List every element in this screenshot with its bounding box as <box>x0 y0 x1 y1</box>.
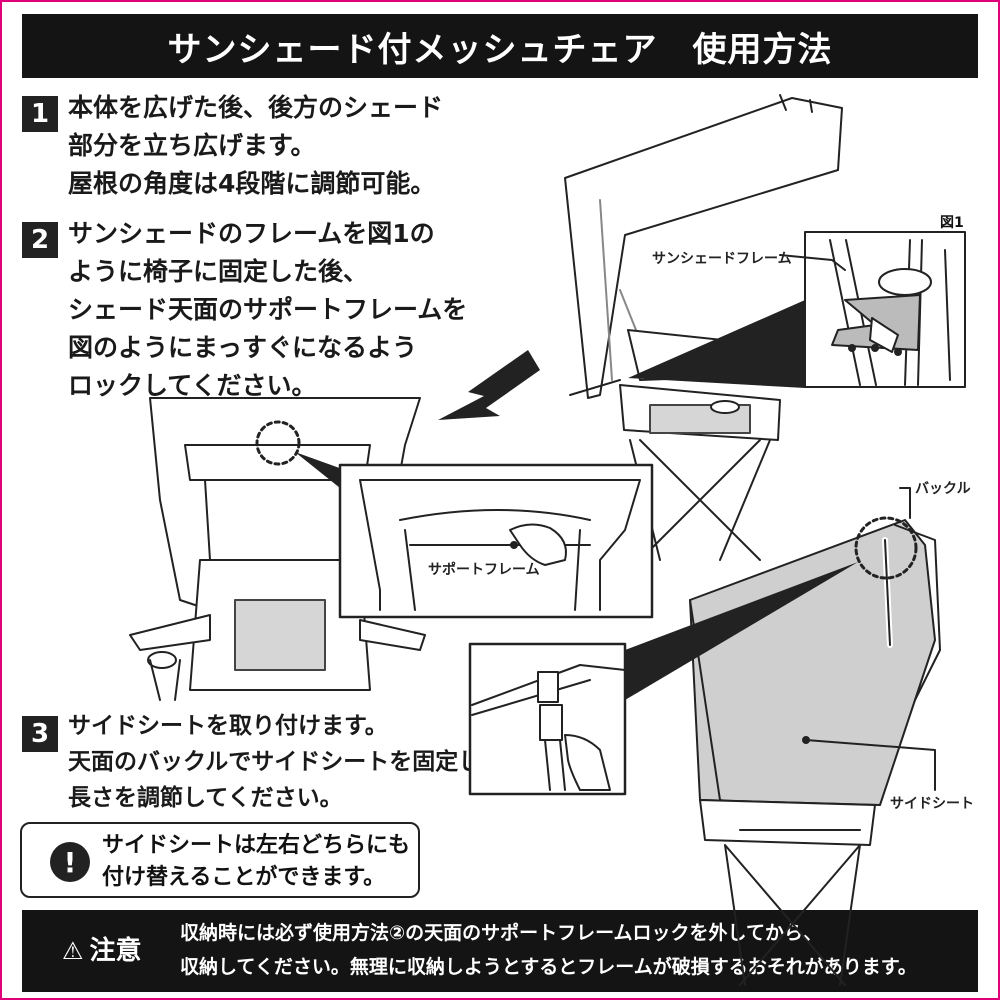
caution-bar: ⚠注意 収納時には必ず使用方法②の天面のサポートフレームロックを外してから、 収… <box>22 910 978 992</box>
note-box: ! サイドシートは左右どちらにも 付け替えることができます。 <box>20 822 420 898</box>
support-frame-label: サポートフレーム <box>428 562 540 578</box>
note-line: サイドシートは左右どちらにも <box>102 833 411 858</box>
note-line: 付け替えることができます。 <box>102 865 386 890</box>
step-2-line: ロックしてください。 <box>68 371 317 400</box>
note-text: サイドシートは左右どちらにも 付け替えることができます。 <box>102 830 410 894</box>
zoom-pointer <box>295 452 345 492</box>
sunshade-frame-leader <box>779 254 846 271</box>
sunshade-frame-label: サンシェードフレーム <box>652 251 792 267</box>
buckle-detail <box>471 664 626 791</box>
step-3-line: 天面のバックルでサイドシートを固定し、 <box>68 749 505 775</box>
step-3-line: 長さを調節してください。 <box>68 785 343 811</box>
warning-triangle-icon: ⚠ <box>62 937 84 965</box>
caution-text: 収納時には必ず使用方法②の天面のサポートフレームロックを外してから、 収納してく… <box>180 916 917 984</box>
step-2-number: 2 <box>22 222 58 258</box>
buckle-pointer <box>625 562 858 700</box>
page-title: サンシェード付メッシュチェア 使用方法 <box>22 14 978 78</box>
support-frame-inset <box>338 463 654 619</box>
figure-1-label: 図1 <box>940 215 964 231</box>
chair-with-side-sheet-illustration <box>689 487 941 986</box>
step-3-text: サイドシートを取り付けます。 天面のバックルでサイドシートを固定し、 長さを調節… <box>68 708 504 816</box>
caution-line: 収納してください。無理に収納しようとするとフレームが破損するおそれがあります。 <box>180 956 917 978</box>
step-2-line: ように椅子に固定した後、 <box>68 257 369 286</box>
step-1-line: 屋根の角度は4段階に調節可能。 <box>68 169 436 198</box>
step-1-line: 部分を立ち広げます。 <box>68 131 316 160</box>
step-2-text: サンシェードのフレームを図1の ように椅子に固定した後、 シェード天面のサポート… <box>68 215 467 405</box>
buckle-label: バックル <box>915 481 971 497</box>
step-1-text: 本体を広げた後、後方のシェード 部分を立ち広げます。 屋根の角度は4段階に調節可… <box>68 89 443 203</box>
chair-front-view-illustration <box>129 397 426 701</box>
step-2-line: 図のようにまっすぐになるよう <box>68 333 418 362</box>
step-2-line: サンシェードのフレームを図1の <box>68 219 435 248</box>
step-3-line: サイドシートを取り付けます。 <box>68 713 388 739</box>
step-1-number: 1 <box>22 96 58 132</box>
figure-1-pointer <box>628 300 805 388</box>
caution-line: 収納時には必ず使用方法②の天面のサポートフレームロックを外してから、 <box>180 922 822 944</box>
support-frame-highlight <box>255 420 301 466</box>
buckle-highlight <box>854 516 918 580</box>
side-sheet-label: サイドシート <box>890 796 974 812</box>
step-2-line: シェード天面のサポートフレームを <box>68 295 468 324</box>
support-frame-detail <box>359 479 641 611</box>
frame-clamp-detail <box>829 239 951 386</box>
direction-arrow-icon <box>438 350 540 420</box>
step-3-number: 3 <box>22 716 58 752</box>
step-1-line: 本体を広げた後、後方のシェード <box>68 93 444 122</box>
exclamation-icon: ! <box>50 842 90 882</box>
caution-label-text: 注意 <box>89 936 142 966</box>
caution-label: ⚠注意 <box>62 930 142 967</box>
